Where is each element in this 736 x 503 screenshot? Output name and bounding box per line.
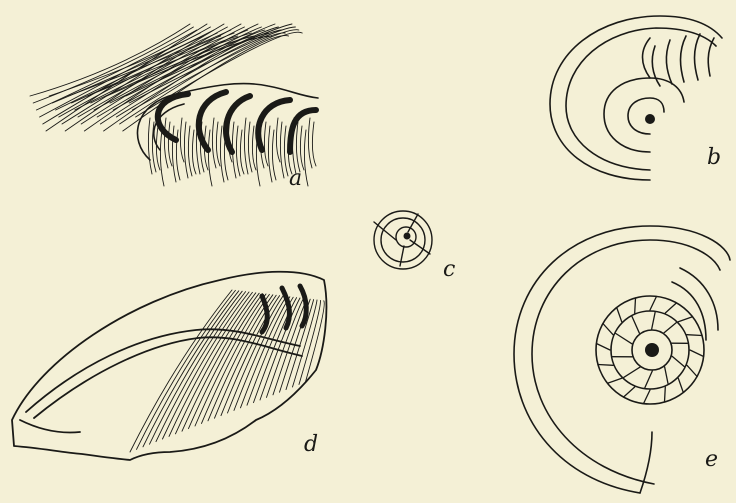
figure-e-umbilicus: [645, 343, 659, 357]
figure-b-umbilicus: [645, 114, 655, 124]
figure-b-label: b: [707, 145, 721, 170]
figure-c: c: [374, 211, 455, 282]
figure-a-label: a: [289, 166, 302, 191]
figure-d: d: [12, 272, 326, 460]
figure-c-label: c: [443, 257, 455, 282]
figure-d-label: d: [304, 432, 318, 457]
figure-e: e: [514, 226, 730, 493]
figure-a: a: [30, 24, 318, 191]
figure-b: b: [550, 16, 722, 180]
figure-e-label: e: [705, 447, 718, 472]
